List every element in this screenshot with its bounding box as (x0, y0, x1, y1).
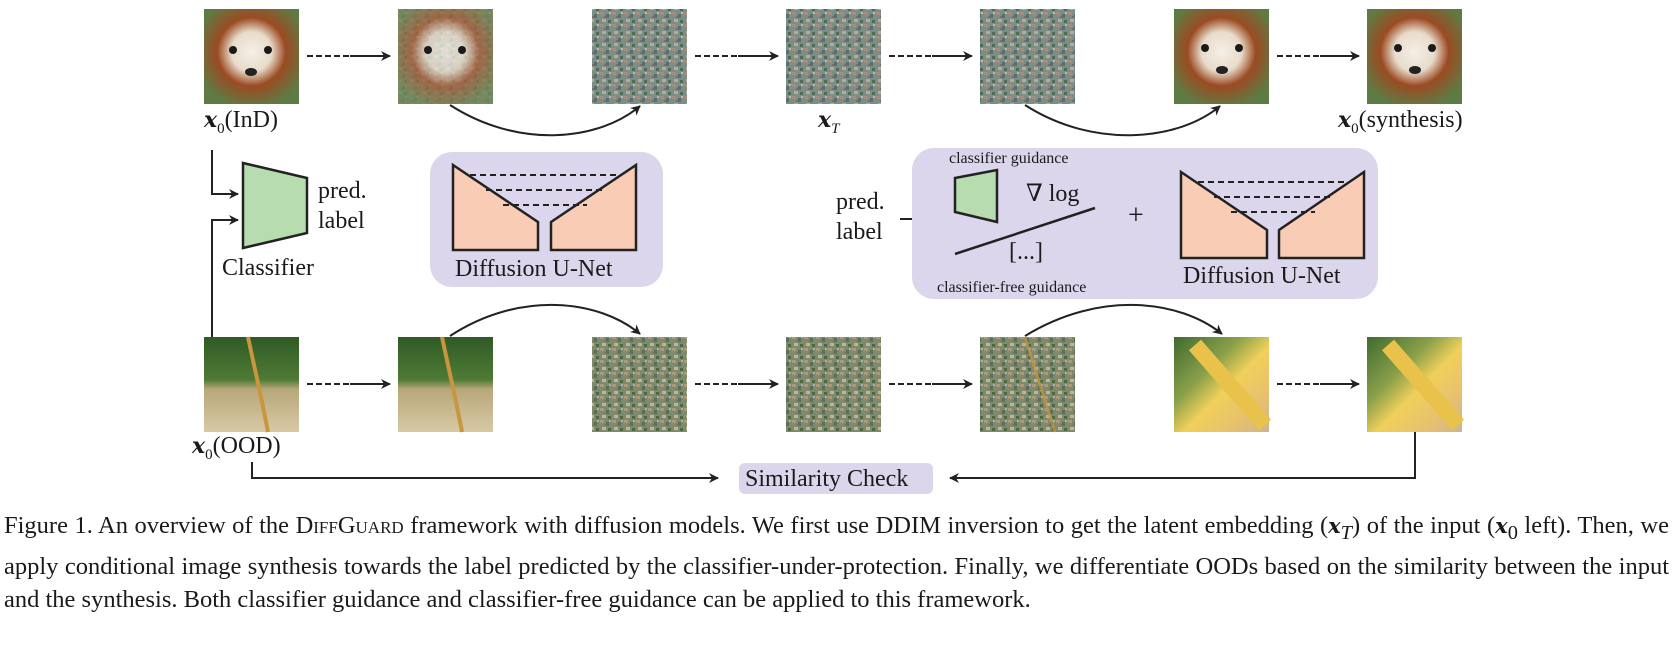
top-row-arrows (307, 51, 1360, 137)
ellipsis-label: [...] (1009, 239, 1043, 265)
x0-synthesis-label: x0(synthesis) (1338, 107, 1463, 137)
right-unet-shape (1179, 169, 1366, 260)
x0-ood-label: x0(OOD) (192, 433, 281, 463)
dog-step-5-image (1174, 9, 1269, 104)
classifier-label: Classifier (222, 255, 314, 281)
top-row-images (204, 9, 1462, 104)
noise-4-image (980, 336, 1075, 433)
classifier-guidance-label: classifier guidance (949, 150, 1069, 167)
figure-graphics (204, 9, 1465, 494)
similarity-check-label: Similarity Check (745, 466, 909, 492)
similarity-check-box (739, 463, 933, 494)
grass-input-image (204, 336, 299, 433)
right-unet-skips (1198, 181, 1348, 213)
plus-sign: + (1128, 200, 1144, 231)
corn-synthesis-image (1367, 337, 1465, 432)
caption-part-1: Figure 1. An overview of the (4, 512, 296, 539)
noise-3-image (592, 337, 687, 432)
grad-log-label: ∇ log (1026, 181, 1080, 207)
small-classifier-shape (953, 168, 999, 224)
caption-part-4: left). Then, we apply conditional image … (4, 512, 1669, 613)
xT-label: xT (818, 107, 840, 137)
bottom-row-arrows (211, 150, 1416, 483)
guidance-divider (954, 206, 1096, 256)
caption-part-2: framework with diffusion models. We firs… (403, 512, 1329, 539)
noise-1-image (592, 9, 687, 104)
x0-ind-label: x0(InD) (204, 107, 278, 137)
overview-figure: x0(InD) xT x0(synthesis) x0(OOD) pred. l… (192, 9, 1465, 494)
noise-latent-2-image (786, 337, 881, 432)
dog-synthesis-image (1367, 9, 1462, 104)
noise-latent-image (786, 9, 881, 104)
pred-label-right: pred. label (836, 189, 885, 245)
dog-step-1-image (398, 9, 493, 104)
classifier-shape (241, 161, 309, 250)
left-unet-shape (451, 162, 638, 252)
diffusion-unet-right-label: Diffusion U-Net (1183, 263, 1341, 289)
caption-framework-name: DiffGuard (295, 512, 404, 539)
caption-part-3: ) of the input ( (1352, 512, 1496, 539)
figure-caption: Figure 1. An overview of the DiffGuard f… (4, 512, 1669, 613)
classifier-free-guidance-label: classifier-free guidance (937, 279, 1087, 296)
pred-label-left: pred. label (318, 178, 367, 234)
left-unet-skips (470, 174, 620, 206)
corn-step-5-image (1174, 337, 1272, 432)
dog-input-image (204, 9, 299, 104)
bottom-row-images (204, 336, 1465, 433)
right-guidance-panel (912, 148, 1378, 299)
noise-2-image (980, 9, 1075, 104)
diffusion-unet-left-label: Diffusion U-Net (455, 256, 613, 282)
grass-step-1-image (398, 336, 493, 433)
